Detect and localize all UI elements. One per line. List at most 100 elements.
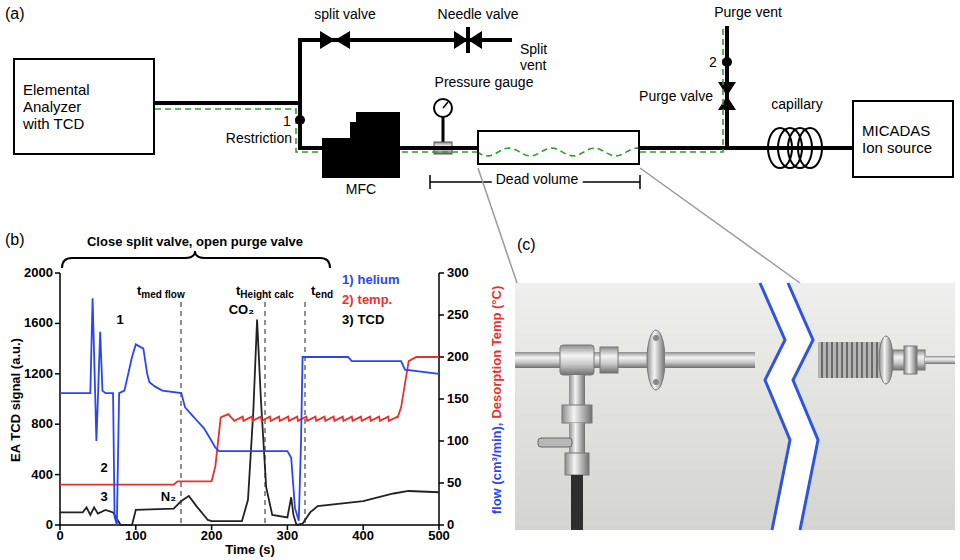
axis-title: EA TCD signal (a.u.) [8,338,23,462]
valve-label: split valve [314,6,375,22]
tick-label: 150 [447,391,469,406]
split-branch [298,38,512,105]
tick-label: 200 [201,529,223,544]
split-branch [298,38,302,105]
valve-dot [722,57,732,67]
gas-path [155,28,723,156]
tick-label: 150 [447,392,469,407]
node-text: Elemental Analyzer with TCD [23,81,111,133]
restriction-label: Restriction [226,130,292,146]
photo [821,342,823,378]
series-label: 2)temp. [342,293,392,308]
panel-letter: (b) [5,231,25,249]
tick-label: 50 [447,475,461,490]
ion-source-box: MICADAS Ion source [852,100,954,178]
series-label: 3) TCD [342,313,384,328]
zoom-line [640,168,800,283]
purge-branch [718,26,736,150]
analyzer-box: Elemental Analyzer with TCD [13,58,155,155]
valve-label: Needle valve [438,6,519,22]
tick-label: 400 [31,467,53,482]
photo [856,342,858,378]
photo [515,283,955,530]
mfc-symbol [322,112,400,178]
photo [831,342,833,378]
photo [562,405,592,423]
pipe-line [640,146,852,150]
axis-tick [439,398,444,400]
capillary-coil [798,128,822,168]
tick-label: 500 [428,528,450,543]
panel-letter: (c) [517,236,536,253]
time-marker-label: med flow [141,289,184,300]
tick-label: 500 [428,529,450,544]
curve-number: 3 [100,489,107,504]
tick-label: 100 [125,529,147,544]
bracket-label: Close split valve, open purge valve [87,234,303,249]
needle-valve-symbol [468,31,482,49]
time-marker-label: tend [311,284,333,301]
series-label: TCD [358,312,385,327]
mfc-block: MFC [322,112,400,178]
node-text: MFC [346,181,376,197]
callout-number: 1 [283,113,291,129]
photo [876,342,878,378]
temperature-curve [60,357,439,485]
tick-label: 300 [447,265,469,280]
time-marker-label: Height calc [240,289,293,300]
photo [538,438,572,447]
axis-tick [55,373,60,375]
photo [560,345,594,375]
vent-label: Split vent [520,41,564,73]
purge-branch [718,82,736,96]
node-text: Dead volume [492,171,583,187]
tick-label: 0 [56,529,63,544]
tick-label: 0 [46,518,53,533]
series-label: helium [358,272,400,287]
split-valve-symbol [320,31,350,49]
axis-tick [55,423,60,425]
series-label: 3) [342,312,354,327]
axis-tick [55,272,60,274]
valve-label: Needle valve [438,6,519,22]
series-label: 1) helium [342,273,399,288]
peak-label: N₂ [161,489,176,504]
panel-letter: (a) [5,5,25,22]
photo [841,342,843,378]
photo [653,379,659,385]
zoom-line [478,168,800,283]
dead-volume: Dead volume [477,130,640,165]
node-text: MICADAS Ion source [862,122,942,157]
tick-label: 1600 [24,316,53,331]
panel-letter: (b) [5,231,25,248]
tick-label: 300 [447,266,469,281]
bracket-label: Close split valve, open purge valve [87,235,303,250]
axis-title: flow (cm³/min), [489,423,504,515]
panel-letter: (a) [5,5,25,23]
series-label: temp. [358,292,393,307]
tick-label: 200 [201,528,223,543]
split-valve-symbol [320,31,335,49]
vent-label: Split vent [520,41,547,73]
photo [569,375,585,405]
tick-label: 200 [447,350,469,365]
tick-label: 800 [31,416,53,431]
vent-label: Purge vent [714,4,782,20]
needle-valve-symbol [454,27,482,53]
valve-label: Purge valve [639,88,713,104]
callout-number: 2 [709,54,717,70]
photo [836,342,838,378]
photo [822,342,877,378]
curve-number: 2 [100,460,107,475]
tick-label: 200 [447,349,469,364]
dimension-bracket [429,175,431,189]
time-marker [304,302,305,525]
time-marker-label: t [137,283,141,298]
needle-valve-symbol [454,31,468,49]
tick-label: 1600 [24,315,53,330]
peak-label: CO₂ [229,302,254,317]
axis-title: Time (s) [225,542,275,557]
tick-label: 300 [277,529,299,544]
line-chart [55,273,444,530]
series-label: 1) [342,272,354,287]
